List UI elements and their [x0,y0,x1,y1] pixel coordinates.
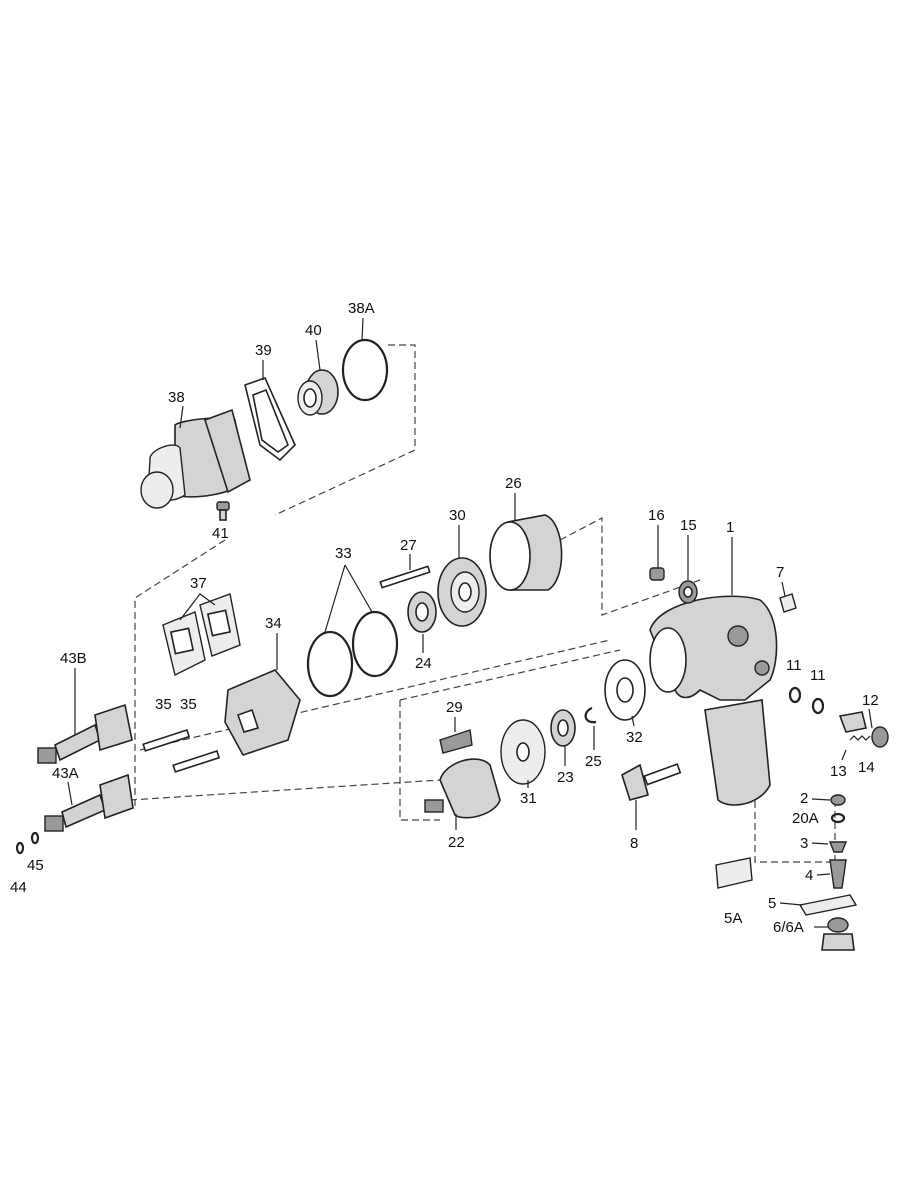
label-39: 39 [255,342,272,359]
label-23: 23 [557,769,574,786]
part-15-reverse-knob [678,580,698,604]
part-43a-anvil [44,773,134,832]
label-15: 15 [680,517,697,534]
label-13: 13 [830,763,847,780]
label-25: 25 [585,753,602,770]
part-37-hammers [162,593,241,677]
part-7-plug [779,593,797,613]
label-27: 27 [400,537,417,554]
part-41-screw [216,501,230,521]
part-4-spring [829,859,847,889]
label-14: 14 [858,759,875,776]
label-16: 16 [648,507,665,524]
label-3: 3 [800,835,808,852]
label-38: 38 [168,389,185,406]
part-23-bearing [550,709,576,747]
part-33-gaskets [306,610,399,698]
part-43b-anvil [37,703,133,764]
label-34: 34 [265,615,282,632]
label-5: 5 [768,895,776,912]
label-1: 1 [726,519,734,536]
label-32: 32 [626,729,643,746]
label-38a: 38A [348,300,375,317]
part-8-trigger [621,763,682,801]
label-30: 30 [449,507,466,524]
label-11a: 11 [786,657,802,674]
part-5-muffler [798,894,858,916]
label-45: 45 [27,857,44,874]
label-4: 4 [805,867,813,884]
part-38-hammer-case [140,408,251,509]
part-25-retaining-clip [584,706,597,724]
part-39-gasket [244,377,296,462]
part-24-bearing [407,591,437,633]
label-5a: 5A [724,910,742,927]
part-27-pin [379,565,431,589]
part-40-bushing [297,369,339,416]
label-24: 24 [415,655,432,672]
label-31: 31 [520,790,537,807]
part-12-regulator [838,711,889,748]
label-40: 40 [305,322,322,339]
label-43a: 43A [52,765,79,782]
label-35b: 35 [180,696,197,713]
part-1-housing [649,595,778,806]
part-34-hammer-cage [224,669,301,756]
label-26: 26 [505,475,522,492]
label-20a: 20A [792,810,819,827]
part-32-gasket [604,659,646,721]
label-37: 37 [190,575,207,592]
part-14-spring [849,735,871,741]
label-35a: 35 [155,696,172,713]
label-2: 2 [800,790,808,807]
part-26-cylinder [489,514,563,591]
part-38a-oring [341,338,389,402]
part-5a-muffler-pad [715,857,753,889]
part-35-pins [142,729,221,773]
part-44-45-pin-and-ring [15,831,40,855]
part-6-6a-inlet-bushing [821,917,855,951]
label-12: 12 [862,692,879,709]
part-2-inlet-cap [830,794,846,806]
part-3-valve [828,841,848,853]
part-29-rotor-blade [439,729,473,754]
part-31-rear-plate [500,719,546,785]
label-33: 33 [335,545,352,562]
part-30-end-plate [437,557,487,627]
label-29: 29 [446,699,463,716]
label-7: 7 [776,564,784,581]
label-22: 22 [448,834,465,851]
part-11-orings [788,686,825,715]
label-8: 8 [630,835,638,852]
label-44: 44 [10,879,27,896]
part-16-screw [649,567,665,581]
label-11b: 11 [810,667,826,684]
part-22-rotor [424,758,501,819]
assembly-axis-lines [129,344,836,870]
part-20a-oring [830,812,846,824]
label-41: 41 [212,525,229,542]
label-66a: 6/6A [773,919,804,936]
label-43b: 43B [60,650,87,667]
